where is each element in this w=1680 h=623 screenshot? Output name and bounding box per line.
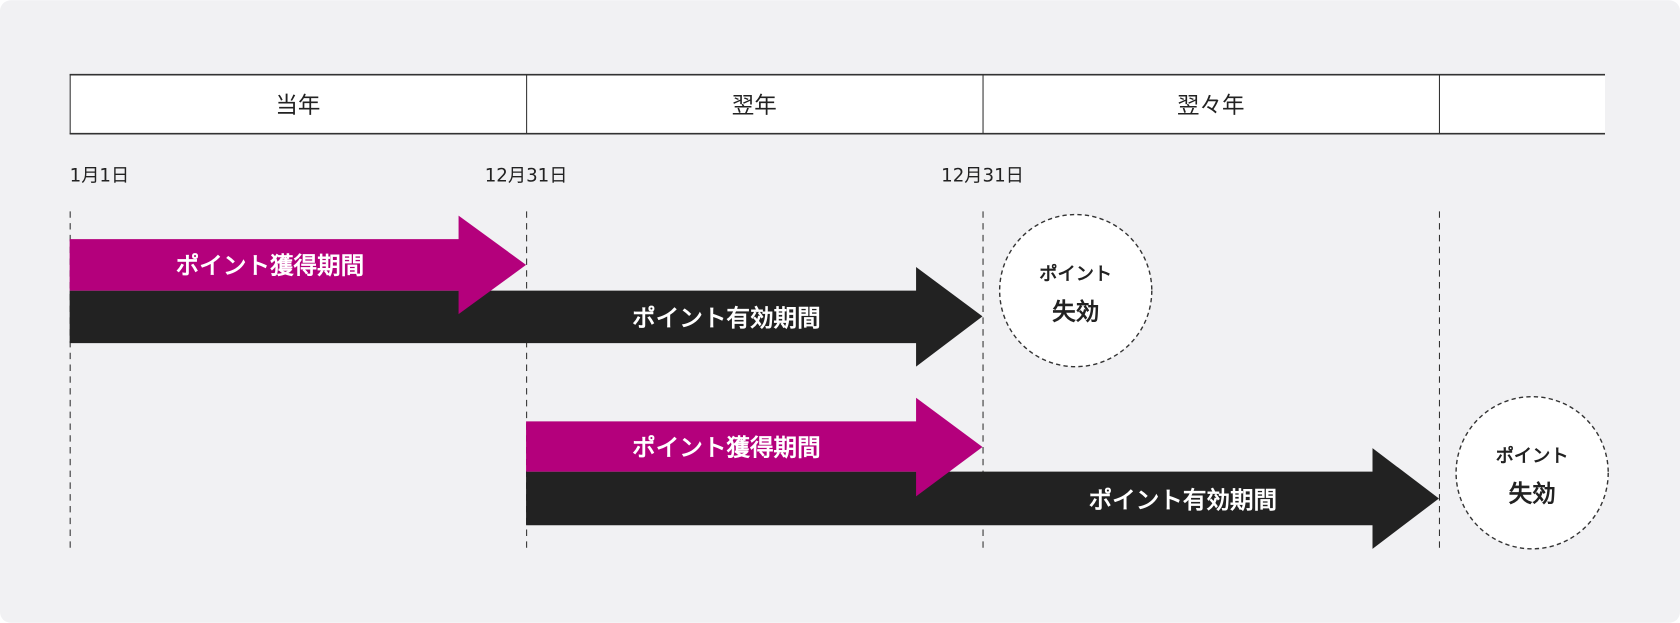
valid-period-label-2: ポイント有効期間	[1089, 486, 1278, 514]
earn-period-arrow-1	[69, 215, 527, 315]
date-label-end-1: 12月31日	[485, 165, 568, 186]
dashed-guides	[69, 211, 1440, 549]
expire-badge-1: ポイント 失効	[998, 213, 1153, 368]
valid-period-label-1: ポイント有効期間	[632, 304, 821, 332]
valid-period-arrow-1	[69, 267, 983, 367]
expire-badge-2: ポイント 失効	[1455, 395, 1609, 550]
date-labels: 1月1日 12月31日 12月31日	[70, 165, 1024, 186]
svg-text:ポイント: ポイント	[1039, 263, 1112, 285]
year-header: 当年 翌年 翌々年	[69, 73, 1606, 135]
year-label-next: 翌年	[732, 93, 777, 119]
svg-text:失効: 失効	[1052, 298, 1099, 326]
date-label-start: 1月1日	[70, 165, 130, 186]
year-label-after-next: 翌々年	[1177, 93, 1245, 119]
svg-text:失効: 失効	[1509, 480, 1556, 508]
valid-period-arrow-2	[526, 448, 1439, 549]
year-label-current: 当年	[275, 93, 320, 119]
earn-period-label-2: ポイント獲得期間	[632, 434, 821, 462]
date-label-end-2: 12月31日	[941, 165, 1024, 186]
earn-period-label-1: ポイント獲得期間	[176, 251, 365, 279]
svg-text:ポイント: ポイント	[1496, 445, 1569, 467]
